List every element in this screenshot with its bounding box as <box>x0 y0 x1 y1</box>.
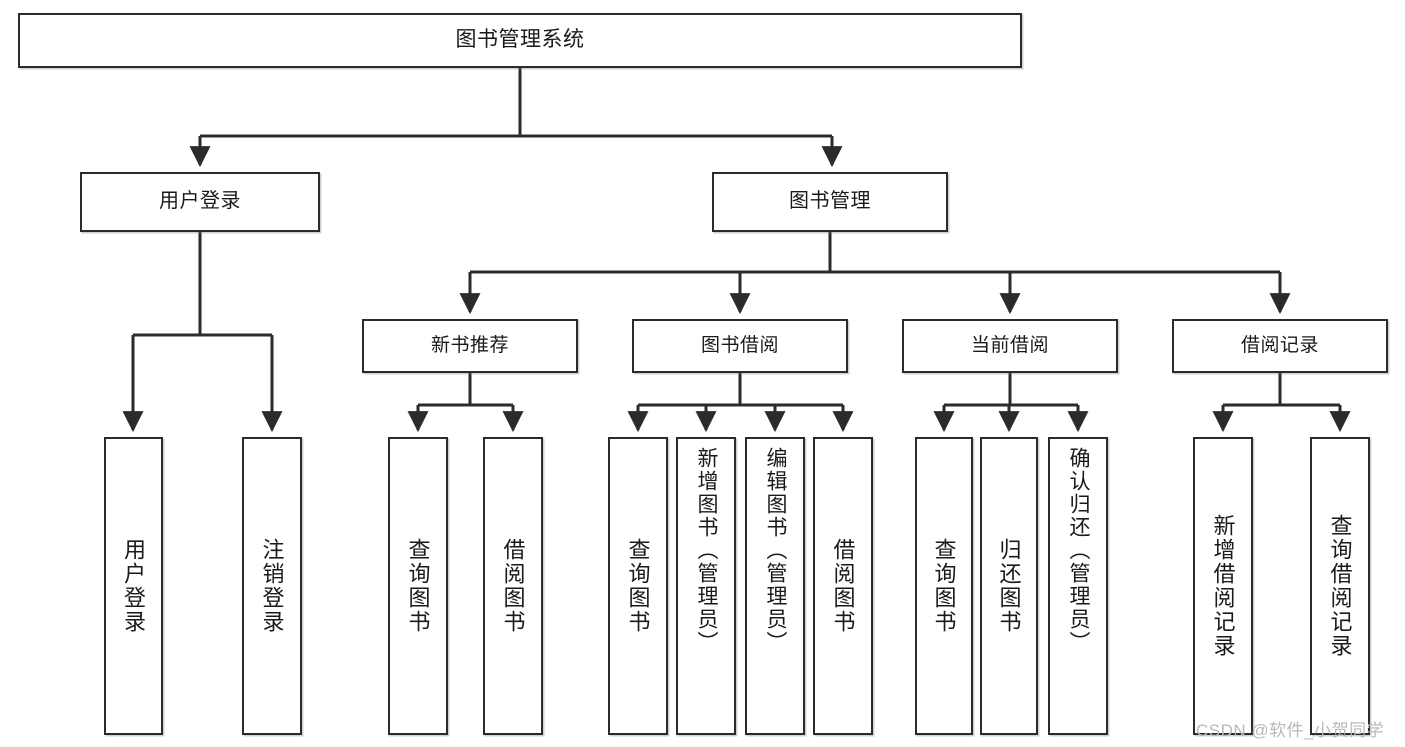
node-label: 查询图书 <box>405 538 431 634</box>
node-label: 用户登录 <box>159 190 241 213</box>
node-label: 新增图书（管理员） <box>695 447 719 654</box>
node-label: 新增借阅记录 <box>1210 514 1236 658</box>
leaf-query-borrow-record[interactable]: 查询借阅记录 <box>1310 437 1370 735</box>
node-label: 确认归还（管理员） <box>1067 447 1091 654</box>
leaf-add-borrow-record[interactable]: 新增借阅记录 <box>1193 437 1253 735</box>
node-root-system[interactable]: 图书管理系统 <box>18 13 1022 68</box>
node-new-book-recommendation[interactable]: 新书推荐 <box>362 319 578 373</box>
node-label: 编辑图书（管理员） <box>764 447 788 654</box>
node-borrowing-record[interactable]: 借阅记录 <box>1172 319 1388 373</box>
leaf-confirm-return-admin[interactable]: 确认归还（管理员） <box>1048 437 1108 735</box>
node-label: 图书借阅 <box>700 334 779 356</box>
node-label: 注销登录 <box>259 538 285 634</box>
node-label: 归还图书 <box>996 538 1022 634</box>
node-label: 当前借阅 <box>970 334 1049 356</box>
leaf-logout[interactable]: 注销登录 <box>242 437 302 735</box>
node-label: 新书推荐 <box>430 334 509 356</box>
csdn-watermark: CSDN @软件_小贺同学 <box>1196 721 1385 740</box>
node-label: 查询借阅记录 <box>1327 514 1353 658</box>
leaf-borrow-book-rec[interactable]: 借阅图书 <box>483 437 543 735</box>
node-user-login[interactable]: 用户登录 <box>80 172 320 232</box>
leaf-query-book-borrow[interactable]: 查询图书 <box>608 437 668 735</box>
leaf-query-book-rec[interactable]: 查询图书 <box>388 437 448 735</box>
node-label: 图书管理 <box>789 190 871 213</box>
node-label: 查询图书 <box>625 538 651 634</box>
node-label: 借阅记录 <box>1240 334 1319 356</box>
node-book-borrowing[interactable]: 图书借阅 <box>632 319 848 373</box>
node-label: 借阅图书 <box>500 538 526 634</box>
leaf-return-book[interactable]: 归还图书 <box>980 437 1038 735</box>
leaf-borrow-book[interactable]: 借阅图书 <box>813 437 873 735</box>
leaf-user-login[interactable]: 用户登录 <box>104 437 163 735</box>
leaf-add-book-admin[interactable]: 新增图书（管理员） <box>676 437 736 735</box>
leaf-edit-book-admin[interactable]: 编辑图书（管理员） <box>745 437 805 735</box>
node-label: 用户登录 <box>121 538 147 634</box>
node-label: 查询图书 <box>931 538 957 634</box>
node-label: 图书管理系统 <box>455 28 585 52</box>
node-label: 借阅图书 <box>830 538 856 634</box>
node-book-management[interactable]: 图书管理 <box>712 172 948 232</box>
leaf-query-book-current[interactable]: 查询图书 <box>915 437 973 735</box>
node-current-borrowing[interactable]: 当前借阅 <box>902 319 1118 373</box>
